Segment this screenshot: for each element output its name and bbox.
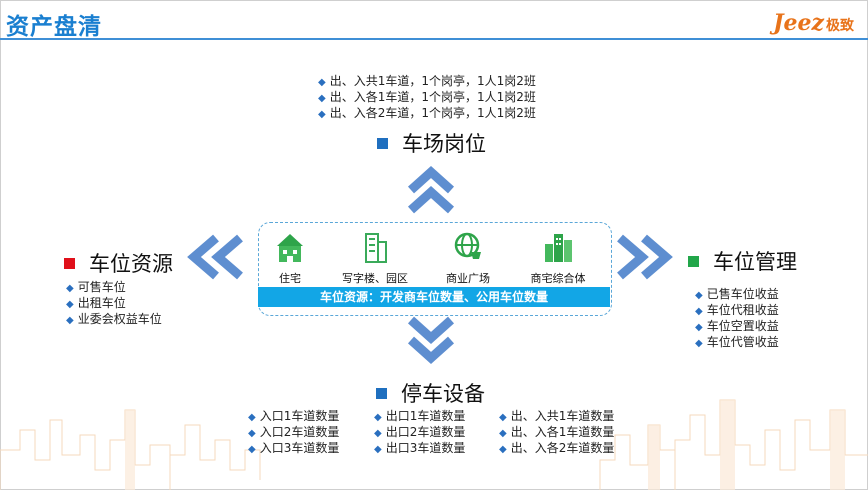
chevron-down-icon <box>407 316 455 365</box>
list-item: ◆出、入共1车道，1个岗亭，1人1岗2班 <box>318 74 536 88</box>
list-item: ◆可售车位 <box>66 280 126 294</box>
diamond-bullet-icon: ◆ <box>248 412 256 423</box>
post-config-list: ◆出、入共1车道，1个岗亭，1人1岗2班 ◆出、入各1车道，1个岗亭，1人1岗2… <box>318 74 536 122</box>
square-marker-icon <box>64 258 75 269</box>
diamond-bullet-icon: ◆ <box>374 444 382 455</box>
diamond-bullet-icon: ◆ <box>374 428 382 439</box>
city-skyline-watermark <box>0 399 868 490</box>
category-office: 写字楼、园区 <box>335 230 415 286</box>
list-item: ◆车位代管收益 <box>695 335 779 349</box>
list-item: ◆出口1车道数量 <box>374 409 466 423</box>
diamond-bullet-icon: ◆ <box>499 428 507 439</box>
diamond-bullet-icon: ◆ <box>318 109 326 120</box>
chevron-left-icon <box>187 234 243 280</box>
logo-text: Jeez <box>773 10 824 36</box>
diamond-bullet-icon: ◆ <box>66 299 74 310</box>
chevron-up-icon <box>407 165 455 214</box>
category-mixed: 商宅综合体 <box>518 230 598 286</box>
diamond-bullet-icon: ◆ <box>695 322 703 333</box>
title-divider <box>0 38 868 40</box>
list-item: ◆已售车位收益 <box>695 287 779 301</box>
residential-icon <box>277 234 303 262</box>
diamond-bullet-icon: ◆ <box>66 315 74 326</box>
list-item: ◆出、入各1车道数量 <box>499 425 615 439</box>
square-marker-icon <box>377 138 388 149</box>
space-resource-list: ◆可售车位 ◆出租车位 ◆业委会权益车位 <box>66 280 162 328</box>
diamond-bullet-icon: ◆ <box>499 444 507 455</box>
heading-space-management: 车位管理 <box>688 246 797 276</box>
page-title: 资产盘清 <box>6 14 102 40</box>
diamond-bullet-icon: ◆ <box>499 412 507 423</box>
diamond-bullet-icon: ◆ <box>695 338 703 349</box>
office-building-icon <box>365 233 387 263</box>
list-item: ◆出租车位 <box>66 296 126 310</box>
list-item: ◆入口3车道数量 <box>248 441 340 455</box>
square-marker-icon <box>376 388 387 399</box>
square-marker-icon <box>688 256 699 267</box>
shared-lane-list: ◆出、入共1车道数量 ◆出、入各1车道数量 ◆出、入各2车道数量 <box>499 409 614 457</box>
list-item: ◆入口2车道数量 <box>248 425 340 439</box>
diamond-bullet-icon: ◆ <box>248 444 256 455</box>
chevron-right-icon <box>617 234 673 280</box>
list-item: ◆入口1车道数量 <box>248 409 340 423</box>
list-item: ◆出口3车道数量 <box>374 441 466 455</box>
heading-parking-post: 车场岗位 <box>377 128 486 158</box>
list-item: ◆出口2车道数量 <box>374 425 466 439</box>
resource-banner: 车位资源：开发商车位数量、公用车位数量 <box>258 287 610 307</box>
list-item: ◆出、入各2车道，1个岗亭，1人1岗2班 <box>318 106 536 120</box>
list-item: ◆出、入共1车道数量 <box>499 409 615 423</box>
list-item: ◆业委会权益车位 <box>66 312 162 326</box>
space-management-list: ◆已售车位收益 ◆车位代租收益 ◆车位空置收益 ◆车位代管收益 <box>695 287 779 351</box>
category-residential: 住宅 <box>250 230 330 286</box>
heading-space-resource: 车位资源 <box>64 248 173 278</box>
diamond-bullet-icon: ◆ <box>695 290 703 301</box>
list-item: ◆出、入各1车道，1个岗亭，1人1岗2班 <box>318 90 536 104</box>
diamond-bullet-icon: ◆ <box>318 77 326 88</box>
category-commercial: 商业广场 <box>428 230 508 286</box>
mixed-complex-icon <box>545 234 572 262</box>
exit-lane-list: ◆出口1车道数量 ◆出口2车道数量 ◆出口3车道数量 <box>374 409 465 457</box>
diamond-bullet-icon: ◆ <box>374 412 382 423</box>
diamond-bullet-icon: ◆ <box>66 283 74 294</box>
list-item: ◆出、入各2车道数量 <box>499 441 615 455</box>
list-item: ◆车位代租收益 <box>695 303 779 317</box>
entrance-lane-list: ◆入口1车道数量 ◆入口2车道数量 ◆入口3车道数量 <box>248 409 339 457</box>
diamond-bullet-icon: ◆ <box>248 428 256 439</box>
heading-parking-equipment: 停车设备 <box>376 378 485 408</box>
shopping-globe-icon <box>454 232 481 259</box>
diamond-bullet-icon: ◆ <box>318 93 326 104</box>
diamond-bullet-icon: ◆ <box>695 306 703 317</box>
list-item: ◆车位空置收益 <box>695 319 779 333</box>
logo-cn-text: 极致 <box>826 18 854 34</box>
